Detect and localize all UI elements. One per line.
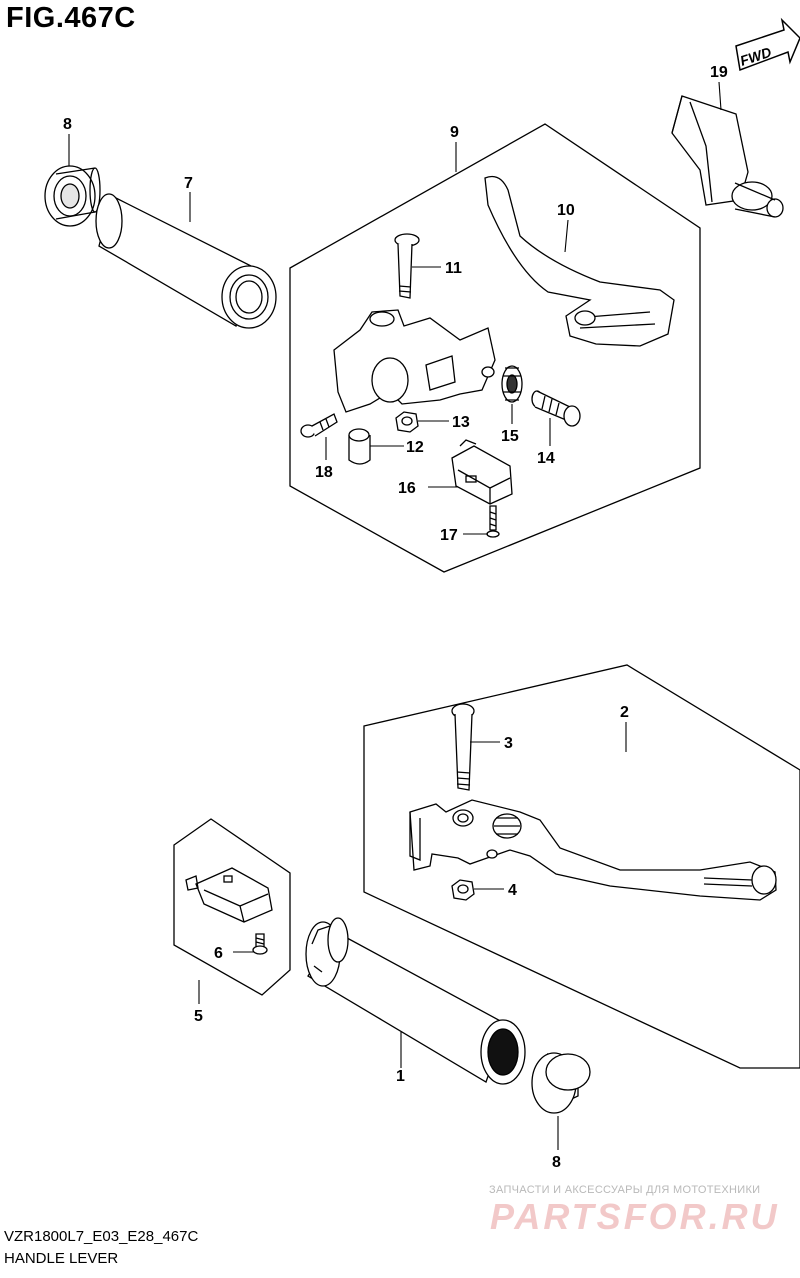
nut-4 — [451, 879, 475, 901]
group-box-5 — [173, 818, 291, 996]
callout-15: 15 — [501, 428, 519, 445]
callout-13: 13 — [452, 414, 470, 431]
nut-13 — [395, 411, 419, 433]
group-box-9 — [289, 123, 701, 573]
bar-end-weight-lower — [531, 1052, 591, 1114]
callout-17: 17 — [440, 527, 458, 544]
clutch-bracket-body — [333, 309, 496, 413]
callout-3: 3 — [504, 735, 513, 752]
brake-switch-5 — [185, 867, 273, 923]
brake-lever — [409, 799, 777, 901]
callout-1: 1 — [396, 1068, 405, 1085]
clutch-lever — [484, 175, 675, 347]
callout-8-upper: 8 — [63, 116, 72, 133]
callout-labels: 1 2 3 4 5 6 7 8 8 9 10 11 12 13 14 15 16… — [63, 64, 728, 1171]
adjuster-15 — [501, 365, 523, 403]
throttle-grip — [305, 917, 526, 1085]
callout-12: 12 — [406, 439, 424, 456]
callout-14: 14 — [537, 450, 555, 467]
callout-2: 2 — [620, 704, 629, 721]
figure-title: FIG.467C — [6, 2, 136, 34]
callout-7: 7 — [184, 175, 193, 192]
callout-19: 19 — [710, 64, 728, 81]
pivot-bolt-3 — [451, 703, 475, 791]
model-code: VZR1800L7_E03_E28_467C — [4, 1228, 199, 1245]
collar-12 — [348, 428, 371, 465]
figure-name: HANDLE LEVER — [4, 1250, 119, 1267]
callout-10: 10 — [557, 202, 575, 219]
group-box-2 — [363, 664, 800, 1069]
callout-16: 16 — [398, 480, 416, 497]
leader-lines — [68, 81, 722, 1150]
callout-9: 9 — [450, 124, 459, 141]
watermark-logo: PARTSFOR.RU — [490, 1196, 780, 1237]
pivot-bolt-11 — [394, 233, 420, 299]
handlebar-grip — [95, 193, 277, 329]
screw-6 — [252, 933, 268, 955]
callout-6: 6 — [214, 945, 223, 962]
callout-4: 4 — [508, 882, 517, 899]
handlebar-cover — [671, 95, 784, 218]
clutch-switch-16 — [451, 439, 513, 505]
callout-8-lower: 8 — [552, 1154, 561, 1171]
callout-5: 5 — [194, 1008, 203, 1025]
callout-18: 18 — [315, 464, 333, 481]
callout-11: 11 — [445, 260, 462, 277]
fwd-arrow — [735, 17, 800, 72]
watermark-tagline: ЗАПЧАСТИ И АКСЕССУАРЫ ДЛЯ МОТОТЕХНИКИ — [489, 1184, 761, 1196]
bar-end-weight-upper — [44, 165, 101, 227]
adjuster-bolt-14 — [531, 390, 581, 427]
screw-17 — [486, 505, 500, 538]
screw-18 — [300, 413, 338, 438]
